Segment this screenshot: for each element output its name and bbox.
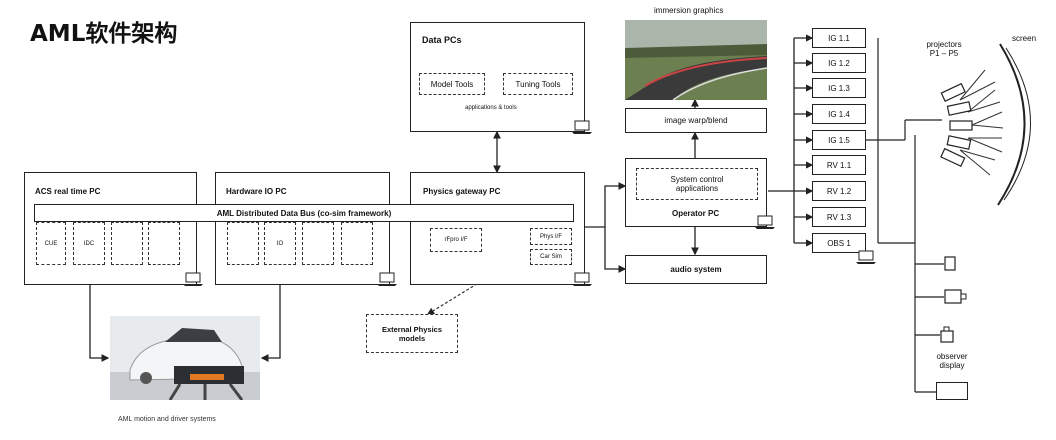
rv-item-label: RV 1.3 xyxy=(826,212,852,222)
image-warp-blend-box: image warp/blend xyxy=(625,108,767,133)
system-control-label: System control xyxy=(670,175,724,184)
rfpro-box: rFpro I/F xyxy=(430,228,482,252)
motion-system-photo xyxy=(110,316,260,400)
hwio-slot-1 xyxy=(227,222,259,265)
phys-if-box: Phys I/F xyxy=(530,228,572,245)
car-sim-box: Car Sim xyxy=(530,249,572,265)
acs-slot-3 xyxy=(111,222,143,265)
tuning-tools-label: Tuning Tools xyxy=(515,79,561,89)
projector-icons xyxy=(940,82,973,167)
screen-label: screen xyxy=(1012,34,1037,43)
laptop-icon xyxy=(755,215,775,229)
io-label: IO xyxy=(276,240,284,247)
operator-pc-box: System control applications Operator PC xyxy=(625,158,767,227)
data-pcs-label: Data PCs xyxy=(422,35,462,45)
hwio-slot-4 xyxy=(341,222,373,265)
data-bus-bar: AML Distributed Data Bus (co-sim framewo… xyxy=(34,204,574,222)
observer-device-icon xyxy=(944,256,956,271)
tuning-tools-box: Tuning Tools xyxy=(503,73,573,95)
hwio-slot-3 xyxy=(302,222,334,265)
laptop-icon xyxy=(183,272,203,286)
model-tools-label: Model Tools xyxy=(430,79,474,89)
immersion-graphics-label: immersion graphics xyxy=(654,6,724,15)
rv-item: RV 1.1 xyxy=(812,155,866,175)
car-sim-label: Car Sim xyxy=(540,254,562,260)
hardware-io-pc-label: Hardware IO PC xyxy=(226,187,287,196)
audio-system-box: audio system xyxy=(625,255,767,284)
idc-box: IDC xyxy=(73,222,105,265)
projectors-label: projectors P1 – P5 xyxy=(914,40,974,58)
observer-device-icon xyxy=(944,289,967,304)
ig-item: IG 1.3 xyxy=(812,78,866,98)
cue-label: CUE xyxy=(44,240,58,247)
rv-item: RV 1.2 xyxy=(812,181,866,201)
external-physics-box: External Physics models xyxy=(366,314,458,353)
observer-display-line2: display xyxy=(939,361,965,370)
observer-display-label: observer display xyxy=(924,352,980,370)
projectors-label-line2: P1 – P5 xyxy=(929,49,959,58)
observer-display-line1: observer xyxy=(936,352,968,361)
data-pcs-box: Data PCs Model Tools Tuning Tools applic… xyxy=(410,22,585,132)
acs-pc-label: ACS real time PC xyxy=(35,187,101,196)
immersion-graphics-image xyxy=(625,20,767,100)
ig-item: IG 1.4 xyxy=(812,104,866,124)
ig-item: IG 1.1 xyxy=(812,28,866,48)
external-physics-label: External Physics xyxy=(381,324,443,334)
ig-item: IG 1.5 xyxy=(812,130,866,150)
ig-item: IG 1.2 xyxy=(812,53,866,73)
ig-item-label: IG 1.1 xyxy=(828,33,850,43)
observer-device-icon xyxy=(940,326,954,343)
rv-item: RV 1.3 xyxy=(812,207,866,227)
image-warp-blend-label: image warp/blend xyxy=(664,116,728,125)
rv-item-label: RV 1.1 xyxy=(826,160,852,170)
observer-display-box xyxy=(936,382,968,400)
obs-item-label: OBS 1 xyxy=(827,238,851,248)
system-control-label-2: applications xyxy=(675,184,719,193)
motion-caption: AML motion and driver systems xyxy=(118,416,216,423)
system-control-box: System control applications xyxy=(636,168,758,200)
ig-item-label: IG 1.5 xyxy=(828,135,850,145)
phys-if-label: Phys I/F xyxy=(539,233,562,240)
acs-slot-4 xyxy=(148,222,180,265)
applications-tools-caption: applications & tools xyxy=(465,105,517,111)
io-box: IO xyxy=(264,222,296,265)
physics-gateway-pc-label: Physics gateway PC xyxy=(423,187,501,196)
laptop-icon xyxy=(572,120,592,134)
ig-item-label: IG 1.2 xyxy=(828,58,850,68)
cue-box: CUE xyxy=(36,222,66,265)
audio-system-label: audio system xyxy=(670,265,722,274)
model-tools-box: Model Tools xyxy=(419,73,485,95)
laptop-icon xyxy=(377,272,397,286)
rfpro-label: rFpro I/F xyxy=(444,237,468,243)
laptop-icon xyxy=(572,272,592,286)
projectors-label-line1: projectors xyxy=(926,40,962,49)
ig-item-label: IG 1.3 xyxy=(828,83,850,93)
page-title: AML软件架构 xyxy=(30,21,178,47)
operator-pc-label: Operator PC xyxy=(672,209,720,218)
rv-item-label: RV 1.2 xyxy=(826,186,852,196)
ig-item-label: IG 1.4 xyxy=(828,109,850,119)
laptop-icon xyxy=(856,250,876,264)
obs-item: OBS 1 xyxy=(812,233,866,253)
idc-label: IDC xyxy=(83,240,95,247)
external-physics-label-2: models xyxy=(398,333,426,343)
data-bus-label: AML Distributed Data Bus (co-sim framewo… xyxy=(216,208,392,218)
